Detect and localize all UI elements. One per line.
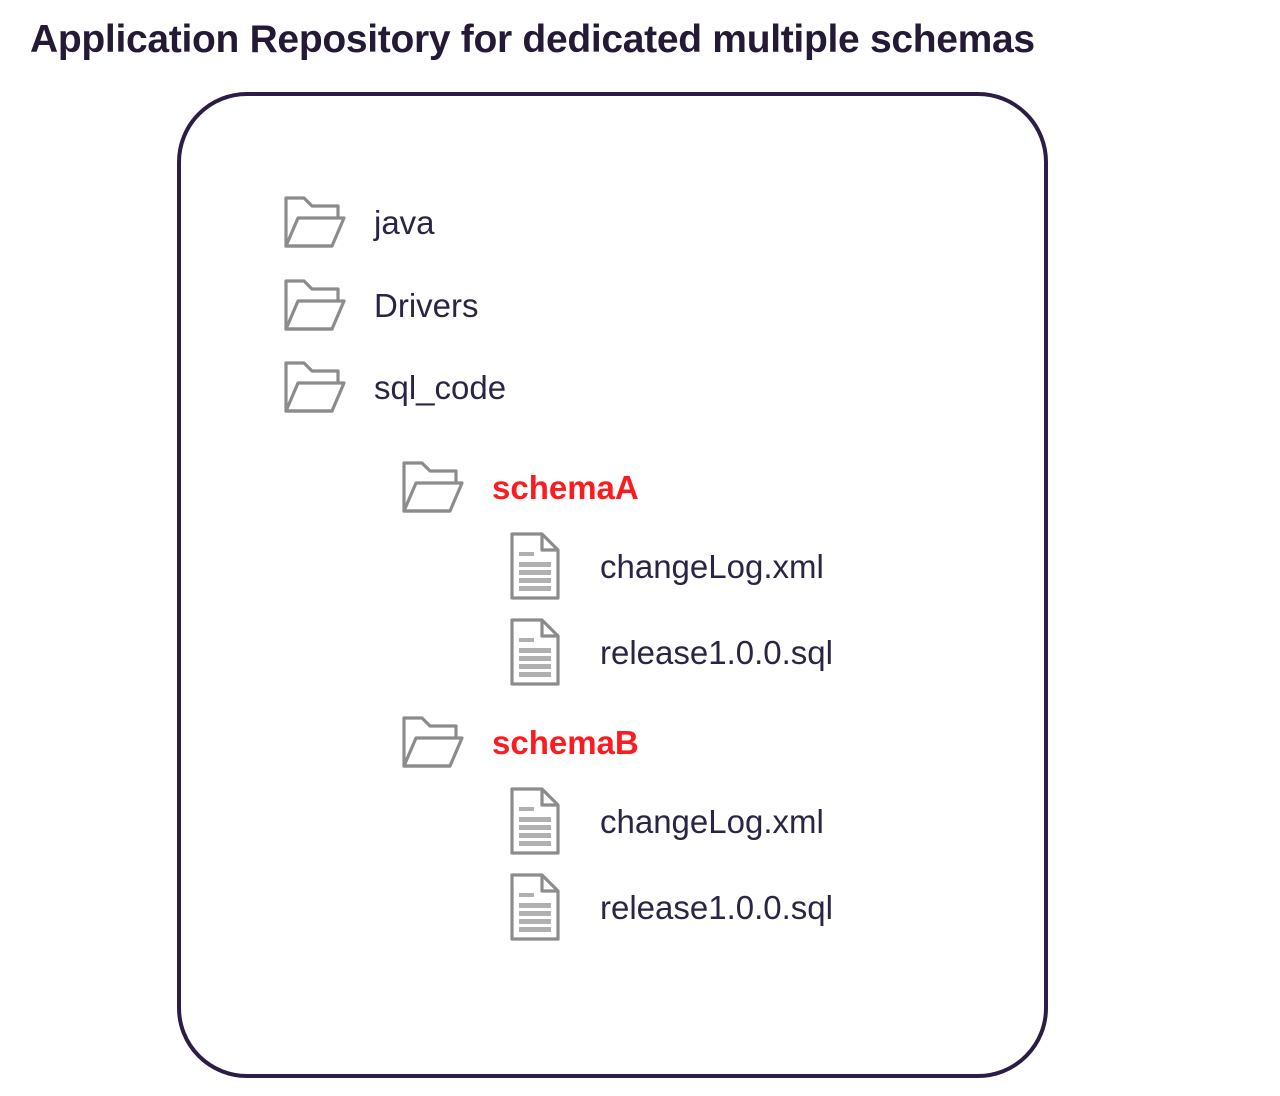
folder-open-icon	[284, 196, 346, 248]
page-title: Application Repository for dedicated mul…	[30, 18, 1035, 61]
tree-folder-row[interactable]: java	[282, 192, 435, 252]
folder-label: schemaA	[492, 468, 639, 506]
file-label: release1.0.0.sql	[600, 888, 833, 926]
tree-folder-row[interactable]: Drivers	[282, 275, 479, 335]
folder-label: sql_code	[374, 368, 507, 406]
file-label: release1.0.0.sql	[600, 633, 833, 671]
folder-open-icon	[402, 461, 464, 513]
tree-folder-row[interactable]: schemaA	[400, 457, 639, 517]
document-icon	[510, 618, 560, 686]
document-icon	[510, 873, 560, 941]
tree-file-row[interactable]: release1.0.0.sql	[508, 871, 833, 943]
document-icon	[510, 532, 560, 600]
folder-open-icon	[284, 279, 346, 331]
tree-folder-row[interactable]: schemaB	[400, 712, 639, 772]
tree-file-row[interactable]: changeLog.xml	[508, 785, 824, 857]
tree-folder-row[interactable]: sql_code	[282, 357, 506, 417]
document-icon	[510, 787, 560, 855]
tree-file-row[interactable]: changeLog.xml	[508, 530, 824, 602]
file-label: changeLog.xml	[600, 547, 824, 585]
folder-open-icon	[402, 716, 464, 768]
folder-open-icon	[284, 361, 346, 413]
tree-file-row[interactable]: release1.0.0.sql	[508, 616, 833, 688]
folder-label: schemaB	[492, 723, 639, 761]
folder-label: java	[374, 203, 435, 241]
folder-label: Drivers	[374, 286, 479, 324]
file-label: changeLog.xml	[600, 802, 824, 840]
application-repository-container	[177, 92, 1048, 1078]
